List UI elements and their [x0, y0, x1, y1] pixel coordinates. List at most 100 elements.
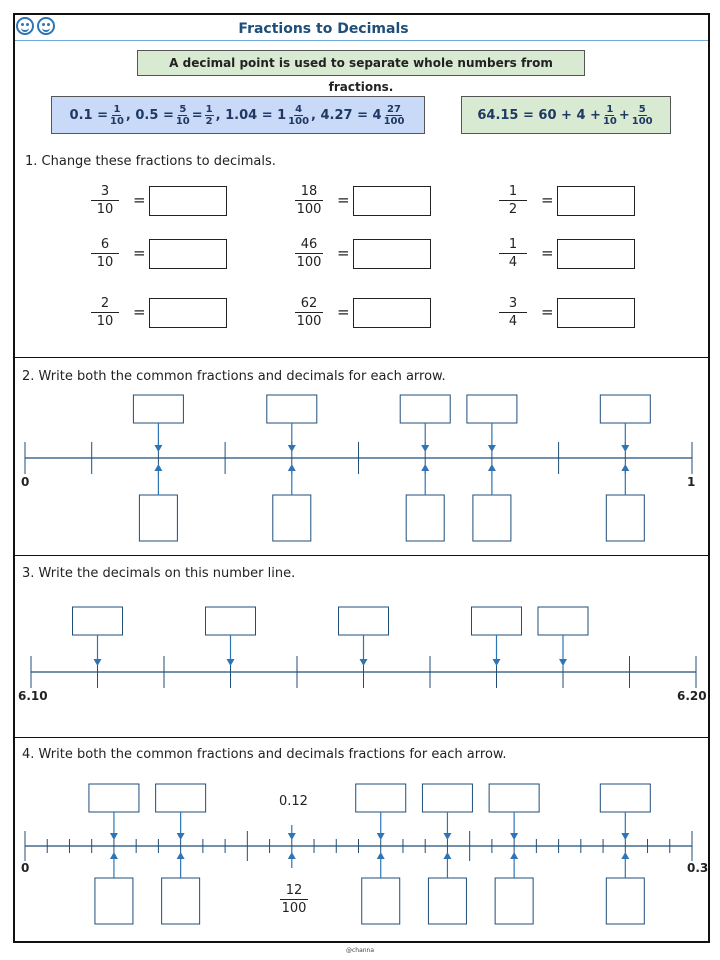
- arrow-head: [154, 464, 163, 471]
- answer-box[interactable]: [557, 239, 635, 269]
- arrow-head: [109, 852, 118, 859]
- answer-box[interactable]: [149, 239, 227, 269]
- answer-box[interactable]: [94, 877, 134, 925]
- answer-box[interactable]: [421, 783, 473, 813]
- answer-box[interactable]: [599, 394, 651, 424]
- answer-box[interactable]: [272, 494, 312, 542]
- answer-box[interactable]: [471, 606, 522, 636]
- answer-box[interactable]: [72, 606, 123, 636]
- arrow-head: [154, 445, 163, 452]
- example-text: , 1.04 = 1: [215, 107, 287, 123]
- answer-box[interactable]: [149, 298, 227, 328]
- answer-box[interactable]: [353, 239, 431, 269]
- answer-box[interactable]: [599, 783, 651, 813]
- worksheet: Fractions to Decimals A decimal point is…: [13, 13, 710, 943]
- arrow-head: [109, 833, 118, 840]
- answer-box[interactable]: [605, 877, 645, 925]
- answer-box[interactable]: [138, 494, 178, 542]
- line-start-label: 0: [21, 475, 30, 489]
- answer-box[interactable]: [353, 186, 431, 216]
- arrow-head: [287, 833, 296, 840]
- arrow-head: [510, 852, 519, 859]
- arrow-head: [487, 445, 496, 452]
- answer-box[interactable]: [427, 877, 467, 925]
- answer-box[interactable]: [205, 606, 256, 636]
- answer-box[interactable]: [132, 394, 184, 424]
- arrow-head: [510, 833, 519, 840]
- arrow-head: [443, 833, 452, 840]
- answer-box[interactable]: [399, 394, 451, 424]
- arrow-head: [287, 445, 296, 452]
- credit: @channa: [345, 947, 375, 954]
- equals-sign: =: [541, 191, 554, 209]
- example-text: 0.1 =: [69, 107, 108, 123]
- answer-box[interactable]: [266, 394, 318, 424]
- arrow-head: [376, 833, 385, 840]
- line-start-label: 0: [21, 861, 30, 875]
- answer-box[interactable]: [405, 494, 445, 542]
- arrow-head: [621, 445, 630, 452]
- example-text: +: [618, 107, 630, 123]
- equals-sign: =: [337, 191, 350, 209]
- equals-sign: =: [133, 191, 146, 209]
- answer-box[interactable]: [88, 783, 140, 813]
- arrow-head: [492, 659, 501, 666]
- smiley-icon: [37, 17, 55, 35]
- answer-box[interactable]: [161, 877, 201, 925]
- answer-box[interactable]: [338, 606, 389, 636]
- question-1-prompt: 1. Change these fractions to decimals.: [25, 154, 276, 169]
- equals-sign: =: [541, 244, 554, 262]
- answer-box[interactable]: [494, 877, 534, 925]
- answer-box[interactable]: [149, 186, 227, 216]
- arrow-head: [176, 833, 185, 840]
- smiley-icon: [16, 17, 34, 35]
- arrow-head: [559, 659, 567, 666]
- answer-box[interactable]: [472, 494, 512, 542]
- answer-box[interactable]: [557, 186, 635, 216]
- arrow-head: [621, 833, 630, 840]
- arrow-head: [443, 852, 452, 859]
- answer-box[interactable]: [466, 394, 518, 424]
- question-2-prompt: 2. Write both the common fractions and d…: [22, 369, 446, 384]
- title-divider: [15, 40, 708, 41]
- answer-box[interactable]: [355, 783, 407, 813]
- decimal-point-note: A decimal point is used to separate whol…: [137, 50, 585, 94]
- arrow-head: [93, 659, 102, 666]
- line-end-label: 1: [687, 475, 696, 489]
- equals-sign: =: [133, 303, 146, 321]
- arrow-head: [176, 852, 185, 859]
- answer-box[interactable]: [361, 877, 401, 925]
- answer-box[interactable]: [605, 494, 645, 542]
- section-divider: [15, 555, 708, 556]
- answer-box[interactable]: [488, 783, 540, 813]
- example-text: , 0.5 =: [125, 107, 174, 123]
- question-4-number-line: [24, 783, 693, 925]
- answer-box[interactable]: [155, 783, 207, 813]
- answer-box[interactable]: [353, 298, 431, 328]
- page-title: Fractions to Decimals: [238, 21, 409, 37]
- answer-box[interactable]: [537, 606, 589, 636]
- equals-sign: =: [337, 244, 350, 262]
- arrow-head: [421, 445, 430, 452]
- example-text: 64.15 = 60 + 4 +: [477, 107, 601, 123]
- arrow-head: [359, 659, 368, 666]
- arrow-head: [376, 852, 385, 859]
- line-end-label: 0.3: [687, 861, 709, 875]
- question-4-prompt: 4. Write both the common fractions and d…: [22, 747, 507, 762]
- line-start-label: 6.10: [18, 689, 48, 703]
- answer-box[interactable]: [557, 298, 635, 328]
- equals-sign: =: [133, 244, 146, 262]
